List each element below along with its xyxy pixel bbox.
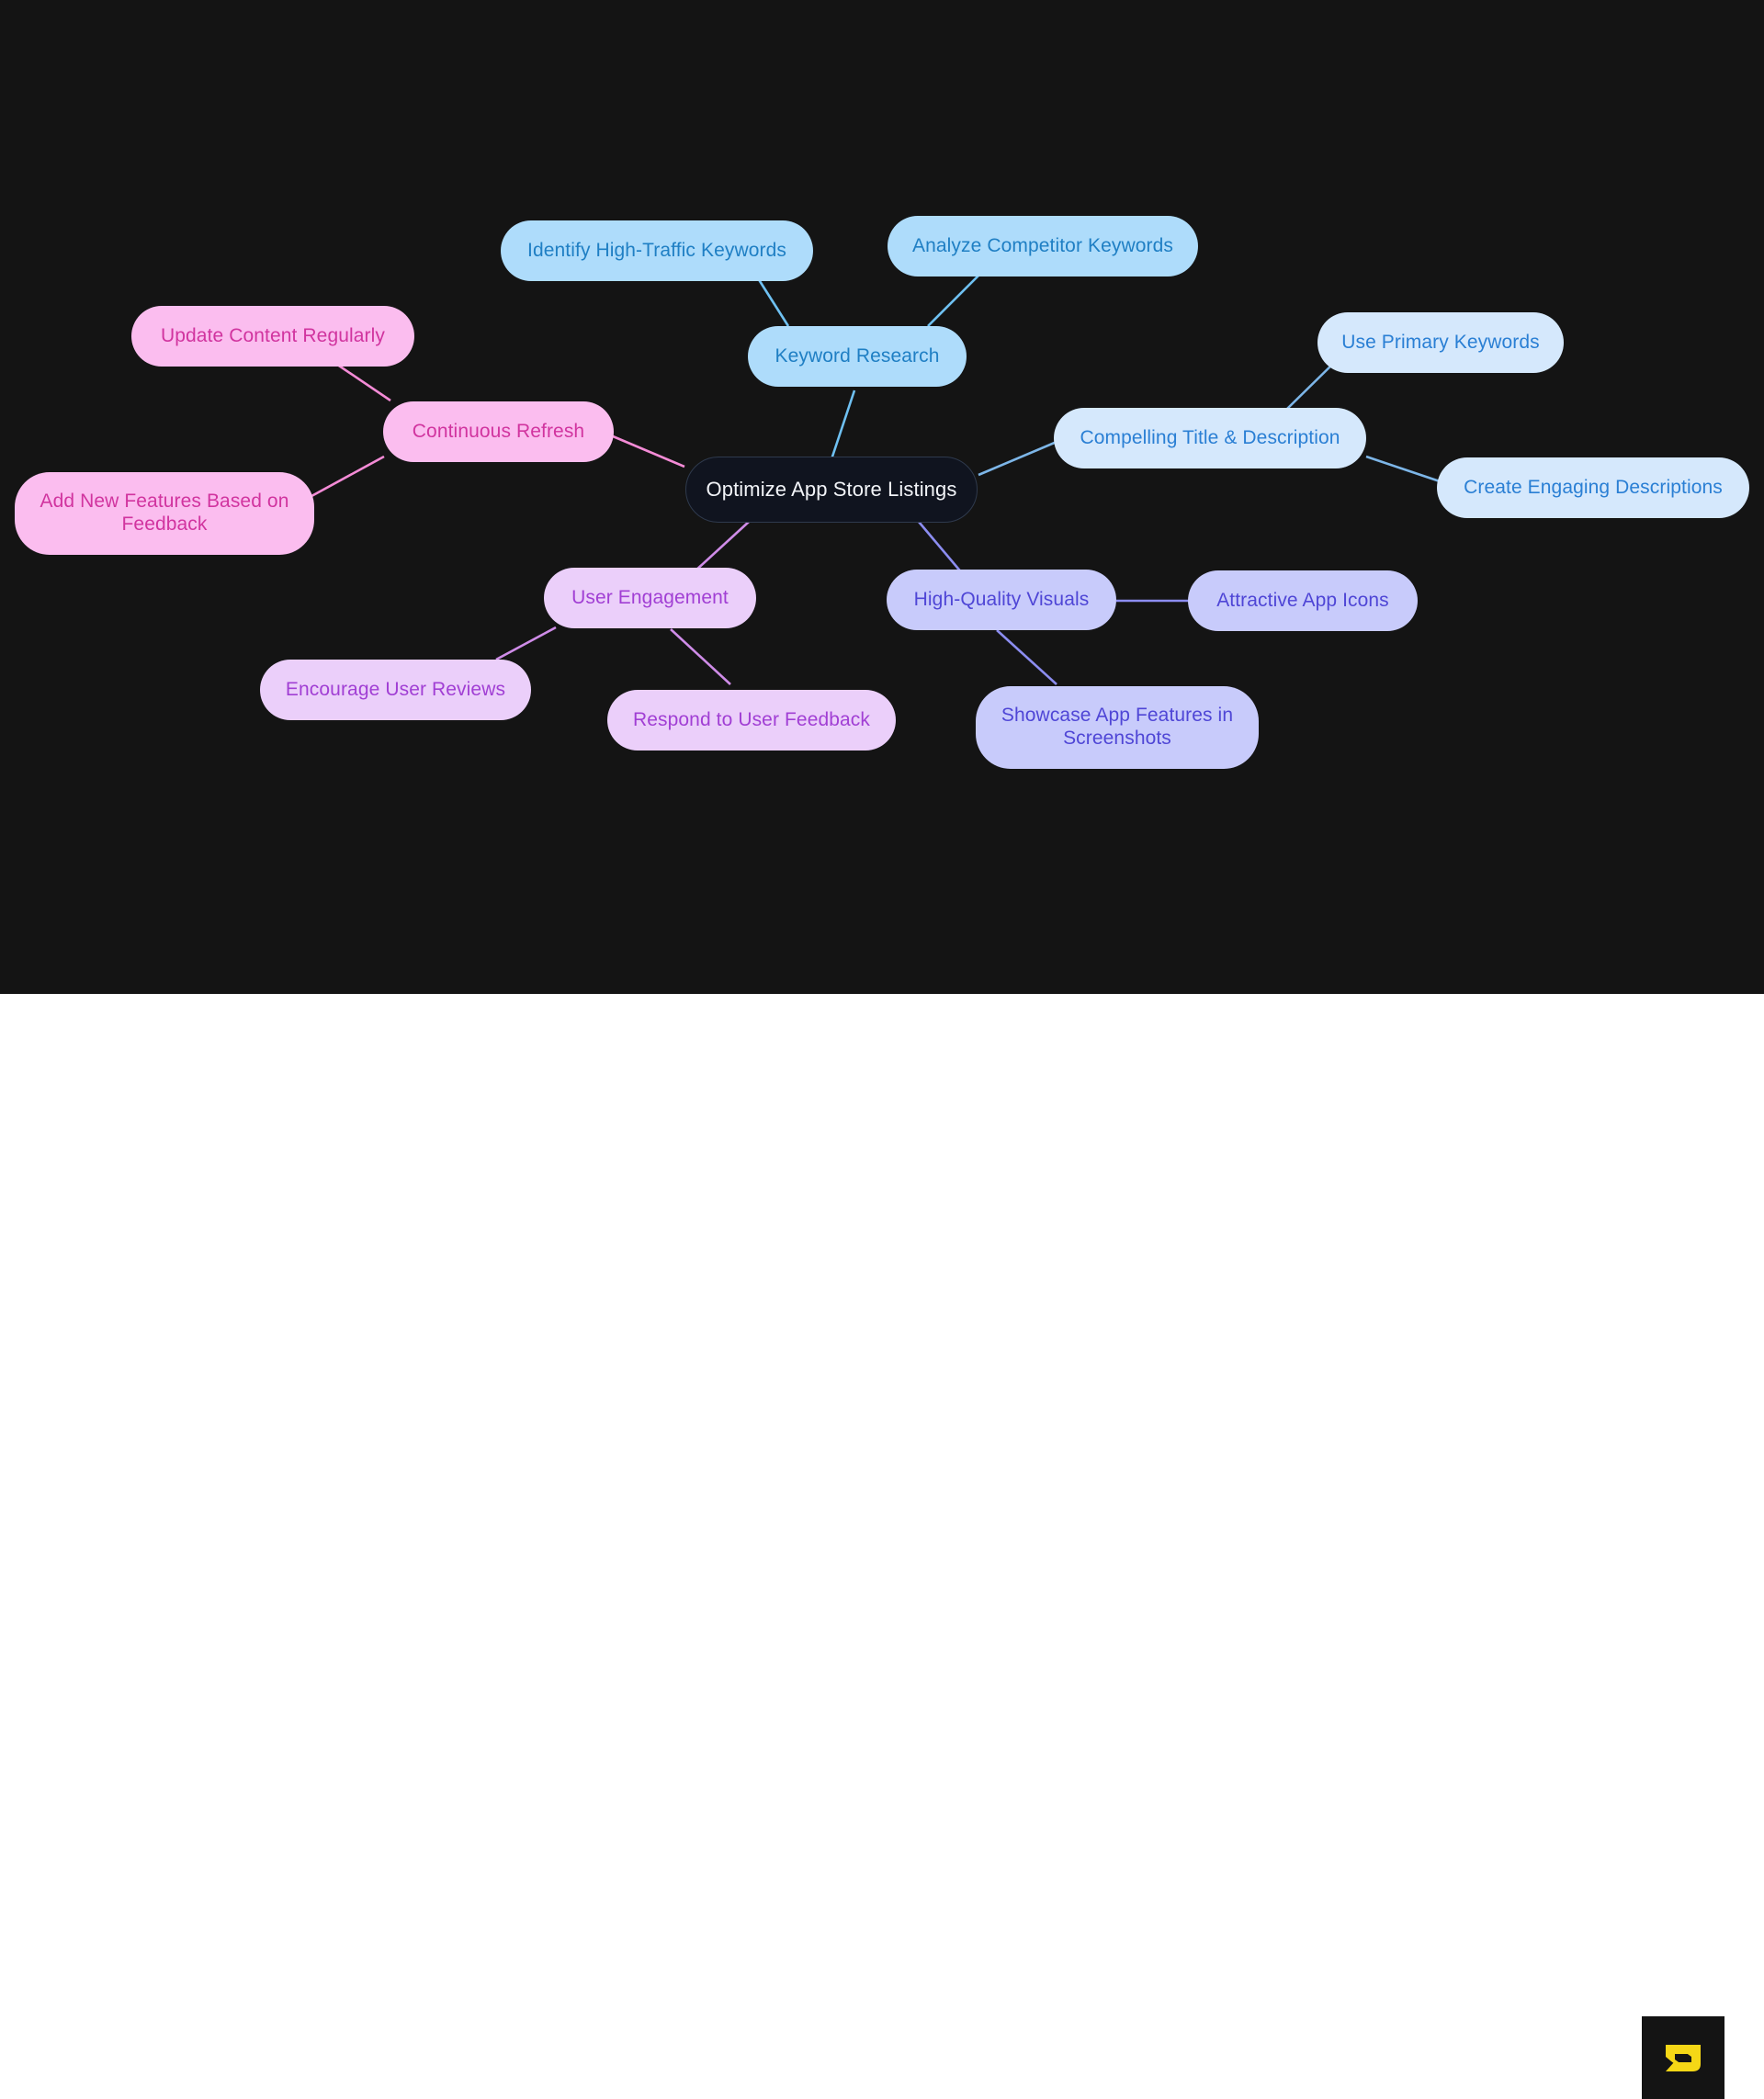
node-high-quality-visuals[interactable]: High-Quality Visuals — [887, 570, 1116, 630]
edge-visuals-showcase-features — [996, 629, 1057, 685]
node-user-engagement[interactable]: User Engagement — [544, 568, 756, 628]
edge-compelling-create-descriptions — [1365, 455, 1441, 483]
node-use-primary-keywords[interactable]: Use Primary Keywords — [1317, 312, 1564, 373]
edge-root-keyword-research — [830, 389, 856, 460]
edge-root-high-quality-visuals — [918, 521, 964, 575]
node-encourage-user-reviews[interactable]: Encourage User Reviews — [260, 660, 531, 720]
node-add-new-features-based-on-feedback[interactable]: Add New Features Based on Feedback — [15, 472, 314, 555]
edge-engagement-encourage-reviews — [495, 626, 557, 661]
node-keyword-research[interactable]: Keyword Research — [748, 326, 967, 387]
node-create-engaging-descriptions[interactable]: Create Engaging Descriptions — [1437, 457, 1749, 518]
node-root[interactable]: Optimize App Store Listings — [685, 457, 978, 523]
edge-refresh-add-features — [302, 455, 385, 502]
node-continuous-refresh[interactable]: Continuous Refresh — [383, 401, 614, 462]
edge-compelling-use-primary — [1285, 359, 1338, 411]
logo-s-icon — [1666, 2045, 1701, 2071]
edge-root-continuous-refresh — [605, 432, 685, 468]
node-identify-high-traffic-keywords[interactable]: Identify High-Traffic Keywords — [501, 220, 813, 281]
edge-root-compelling-title — [978, 440, 1057, 477]
edge-engagement-respond-feedback — [670, 628, 731, 685]
node-compelling-title-description[interactable]: Compelling Title & Description — [1054, 408, 1366, 468]
node-analyze-competitor-keywords[interactable]: Analyze Competitor Keywords — [888, 216, 1198, 276]
edge-root-user-engagement — [693, 521, 750, 573]
node-showcase-app-features-in-screenshots[interactable]: Showcase App Features in Screenshots — [976, 686, 1259, 769]
mindmap-canvas[interactable]: Optimize App Store Listings Keyword Rese… — [0, 0, 1764, 994]
node-respond-to-user-feedback[interactable]: Respond to User Feedback — [607, 690, 896, 750]
node-attractive-app-icons[interactable]: Attractive App Icons — [1188, 570, 1418, 631]
node-update-content-regularly[interactable]: Update Content Regularly — [131, 306, 414, 367]
footer-bar — [0, 994, 1764, 2099]
logo-s-mark — [1642, 2016, 1724, 2099]
